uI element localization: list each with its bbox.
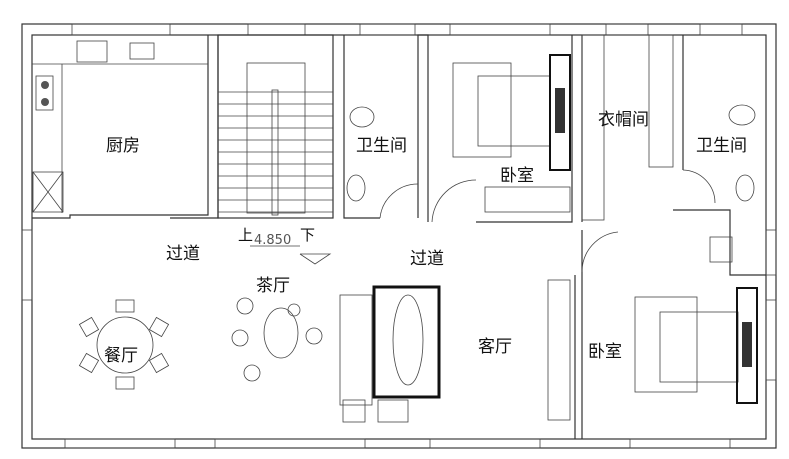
- bathroom-2-label: 卫生间: [696, 136, 747, 156]
- toilet-icon: [728, 104, 756, 126]
- coffee-table-icon: [392, 294, 424, 386]
- vent-icon: [129, 42, 155, 60]
- stove-icon: [35, 75, 54, 111]
- corridor-1-label: 过道: [166, 244, 200, 264]
- corridor-2-label: 过道: [410, 249, 444, 269]
- closet: 衣帽间: [581, 34, 674, 222]
- staircase[interactable]: 上 4.850 下: [217, 34, 334, 265]
- tea-room: 茶厅: [231, 276, 323, 382]
- stair-down-label: 下: [300, 226, 315, 244]
- bedroom-2-label: 卧室: [588, 342, 622, 362]
- bedroom-1-label: 卧室: [500, 166, 534, 186]
- toilet-icon: [349, 106, 375, 128]
- living-room-label: 客厅: [478, 337, 512, 357]
- dining-room-label: 餐厅: [104, 346, 138, 366]
- bathroom-2: 卫生间: [673, 35, 766, 276]
- sofa-icon: [339, 294, 373, 406]
- washbasin-icon: [735, 174, 755, 202]
- living-room: 客厅: [339, 285, 512, 423]
- sink-icon: [76, 40, 108, 63]
- kitchen: 厨房: [32, 35, 219, 219]
- wardrobe-icon: [484, 186, 571, 213]
- rug-icon: [372, 285, 441, 399]
- chair-icon: [709, 236, 733, 263]
- tea-table-icon: [263, 307, 299, 359]
- elevation-label: 4.850: [254, 233, 291, 248]
- bedroom-1: 卧室: [431, 35, 573, 223]
- closet-label: 衣帽间: [598, 110, 649, 130]
- tv-cabinet-icon: [547, 279, 571, 421]
- bathroom-1-label: 卫生间: [356, 136, 407, 156]
- stair-up-label: 上: [238, 226, 253, 244]
- shaft-icon: [32, 171, 64, 213]
- kitchen-label: 厨房: [106, 136, 140, 156]
- bed-icon: [452, 62, 512, 158]
- bathroom-1: 卫生间: [343, 34, 429, 222]
- handrail: [271, 89, 279, 216]
- dining-room: 餐厅: [78, 299, 170, 390]
- dining-table-icon: [96, 316, 154, 374]
- tea-room-label: 茶厅: [256, 276, 290, 296]
- bedroom-2: 卧室: [547, 230, 758, 439]
- bed-icon: [634, 296, 698, 393]
- washbasin-icon: [346, 174, 366, 202]
